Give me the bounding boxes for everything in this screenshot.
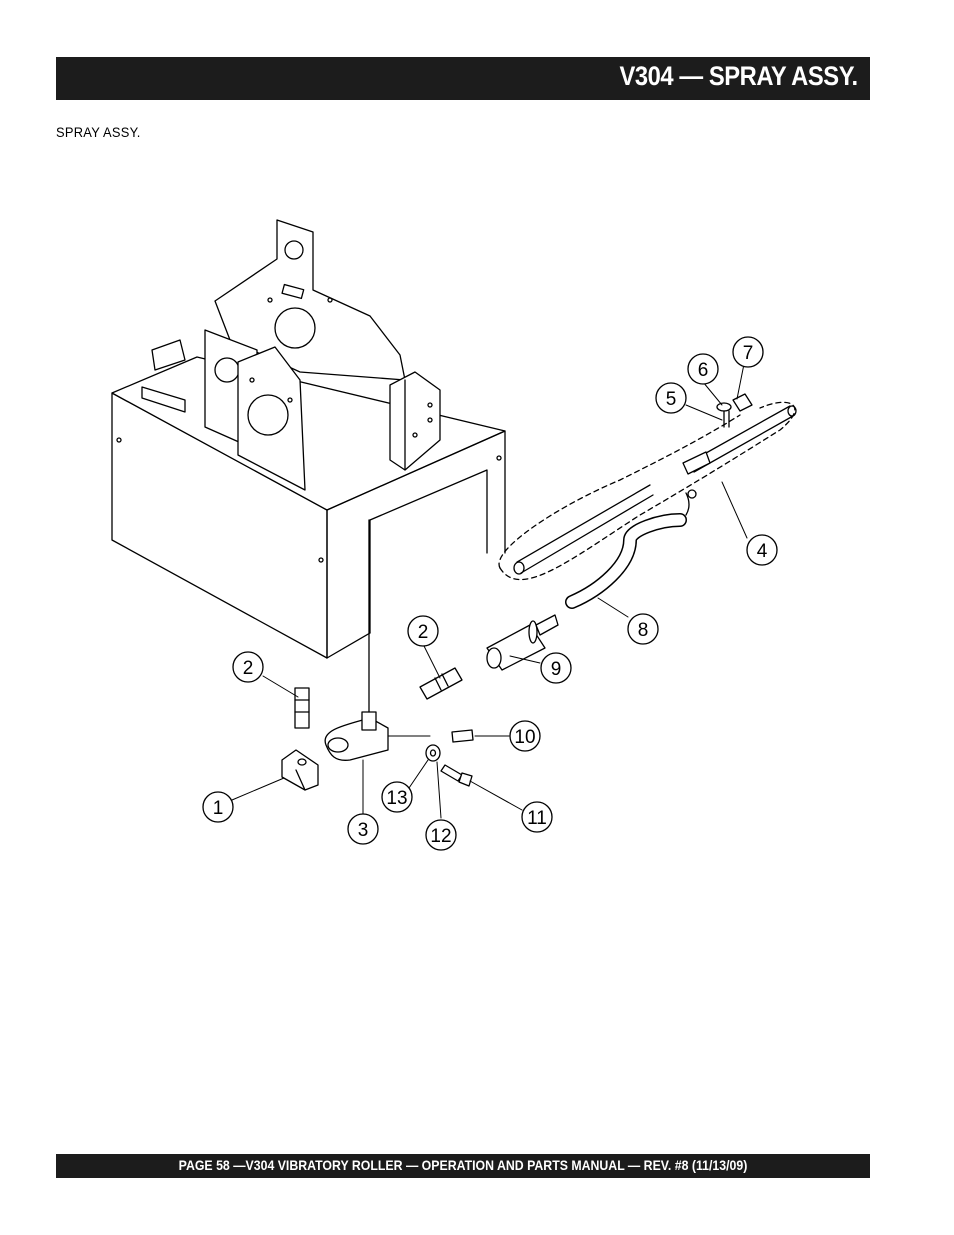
hose xyxy=(565,513,687,609)
section-subtitle: SPRAY ASSY. xyxy=(56,124,141,140)
bolts-washers xyxy=(425,729,474,787)
callout-9: 9 xyxy=(551,659,562,680)
callout-circles xyxy=(202,336,778,851)
callout-10: 10 xyxy=(514,727,535,748)
callout-numbers: 7 6 5 4 8 2 9 2 10 13 11 1 3 12 xyxy=(213,343,768,847)
callout-5: 5 xyxy=(666,389,677,410)
page-header-bar: V304 — SPRAY ASSY. xyxy=(56,57,870,100)
callout-11: 11 xyxy=(527,808,547,829)
callout-8: 8 xyxy=(638,620,649,641)
fitting-upper xyxy=(419,667,463,700)
page-footer-text: PAGE 58 —V304 VIBRATORY ROLLER — OPERATI… xyxy=(178,1157,748,1173)
callout-13: 13 xyxy=(386,788,407,809)
callout-2-lower: 2 xyxy=(243,658,254,679)
callout-6: 6 xyxy=(698,360,709,381)
callout-12: 12 xyxy=(430,826,451,847)
leader-lines xyxy=(231,363,748,819)
nozzle-bracket xyxy=(324,519,389,761)
callout-4: 4 xyxy=(757,541,768,562)
front-plate xyxy=(237,346,306,491)
back-plate xyxy=(214,219,406,381)
page-title: V304 — SPRAY ASSY. xyxy=(619,61,859,91)
callout-7: 7 xyxy=(743,343,754,364)
nozzle-fittings xyxy=(716,393,753,428)
hose-adapter xyxy=(486,614,559,671)
fitting-lower xyxy=(294,687,310,729)
page-footer-bar: PAGE 58 —V304 VIBRATORY ROLLER — OPERATI… xyxy=(56,1154,870,1178)
small-bracket xyxy=(141,339,186,413)
spray-bar xyxy=(498,401,797,581)
callout-1: 1 xyxy=(213,798,224,819)
callout-3: 3 xyxy=(358,820,369,841)
right-bracket xyxy=(389,371,441,471)
callout-2-upper: 2 xyxy=(418,622,429,643)
block xyxy=(281,749,319,791)
